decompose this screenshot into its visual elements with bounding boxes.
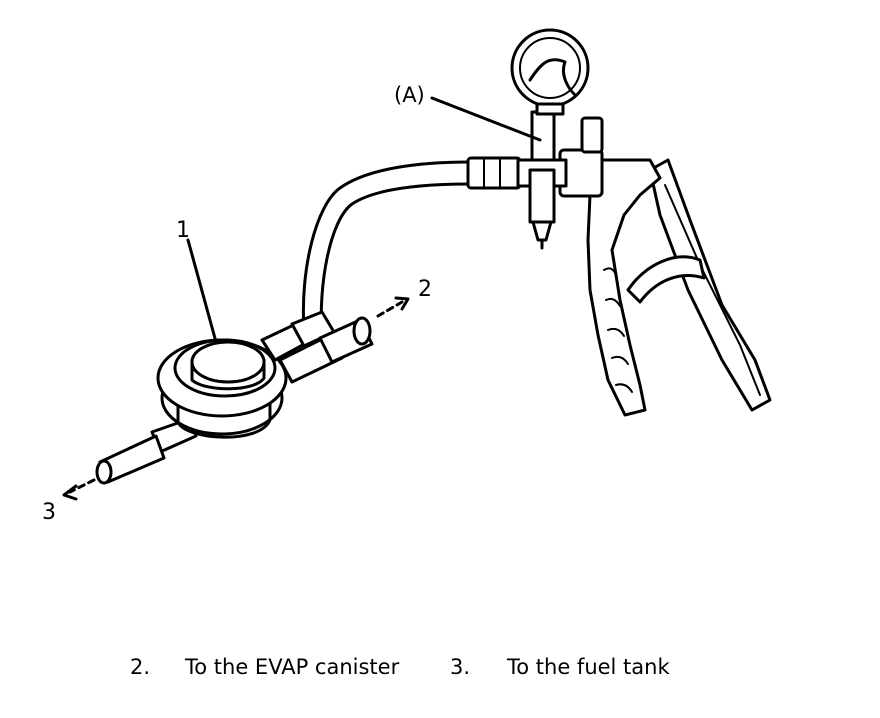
callout-part-2: 2 — [418, 277, 432, 302]
hand-vacuum-pump — [466, 28, 772, 417]
vacuum-gauge — [510, 28, 590, 108]
arrow-to-canister — [376, 300, 404, 318]
callout-part-1: 1 — [176, 218, 190, 243]
callout-part-a: (A) — [394, 83, 425, 107]
callout-part-3: 3 — [42, 500, 56, 525]
arrowhead-to-fuel-tank — [62, 484, 78, 501]
leader-part-a — [430, 96, 542, 142]
leader-lines — [62, 96, 542, 501]
pump-grip — [586, 158, 662, 417]
legend-number-2: 2. — [130, 655, 151, 679]
arrowhead-to-canister — [394, 296, 410, 311]
arrow-to-fuel-tank — [68, 478, 96, 494]
hose — [301, 160, 472, 340]
check-valve — [95, 310, 374, 485]
legend: 2. To the EVAP canister 3. To the fuel t… — [0, 655, 880, 685]
legend-number-3: 3. — [450, 655, 471, 679]
legend-text-2: To the EVAP canister — [185, 655, 400, 679]
leader-part-1 — [186, 238, 218, 344]
legend-text-3: To the fuel tank — [507, 655, 670, 679]
